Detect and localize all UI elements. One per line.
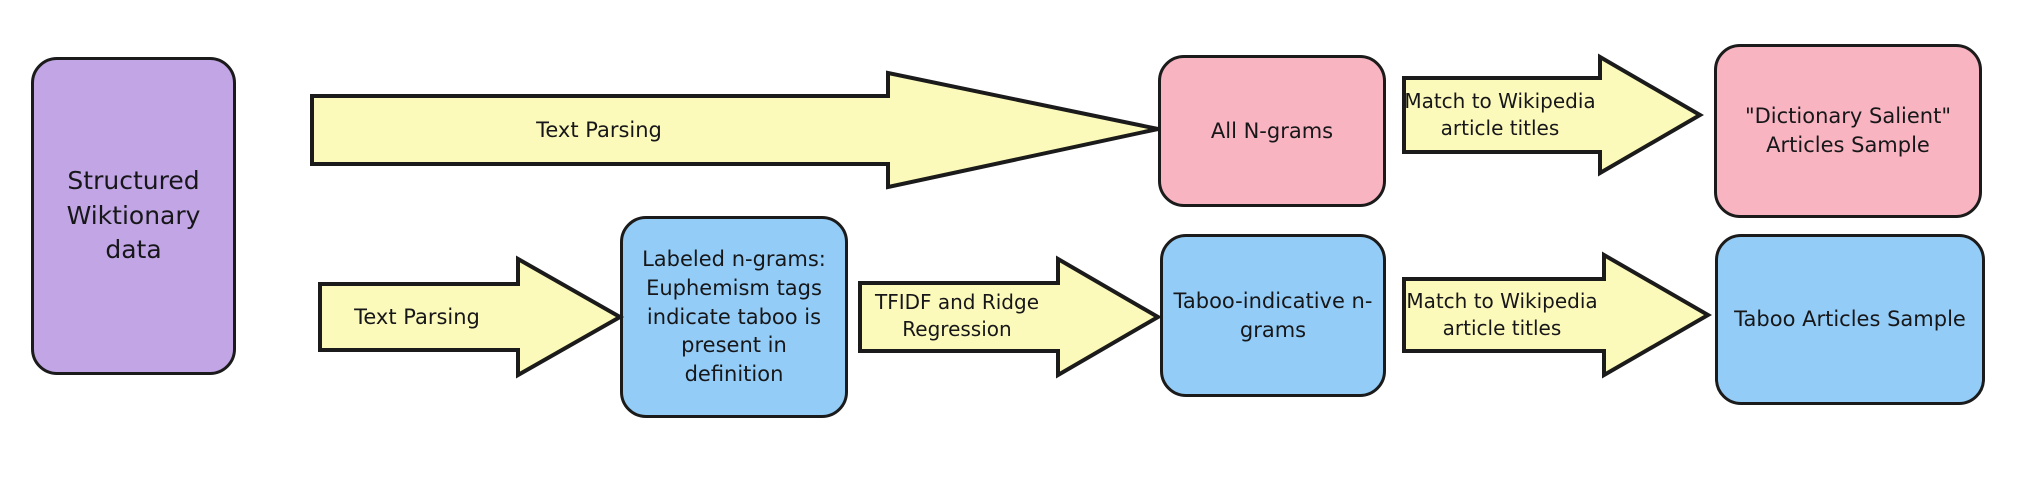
node-taboo-articles-sample[interactable]: Taboo Articles Sample: [1715, 234, 1985, 405]
node-all-n-grams[interactable]: All N-grams: [1158, 55, 1386, 207]
node-dictionary-salient-articles-sample[interactable]: "Dictionary Salient" Articles Sample: [1714, 44, 1982, 218]
node-labeled-n-grams[interactable]: Labeled n-grams: Euphemism tags indicate…: [620, 216, 848, 418]
node-taboo-indicative-n-grams[interactable]: Taboo-indicative n- grams: [1160, 234, 1386, 397]
edge-match-wikipedia-top-label: Match to Wikipedia article titles: [1404, 89, 1596, 140]
edge-text-parsing-bottom-label: Text Parsing: [354, 304, 480, 329]
node-structured-wiktionary-data[interactable]: Structured Wiktionary data: [31, 57, 236, 375]
edge-text-parsing-top-label: Text Parsing: [536, 117, 662, 142]
edge-tfidf-ridge-label: TFIDF and Ridge Regression: [874, 290, 1039, 341]
edge-match-wikipedia-bottom-label: Match to Wikipedia article titles: [1406, 289, 1598, 340]
